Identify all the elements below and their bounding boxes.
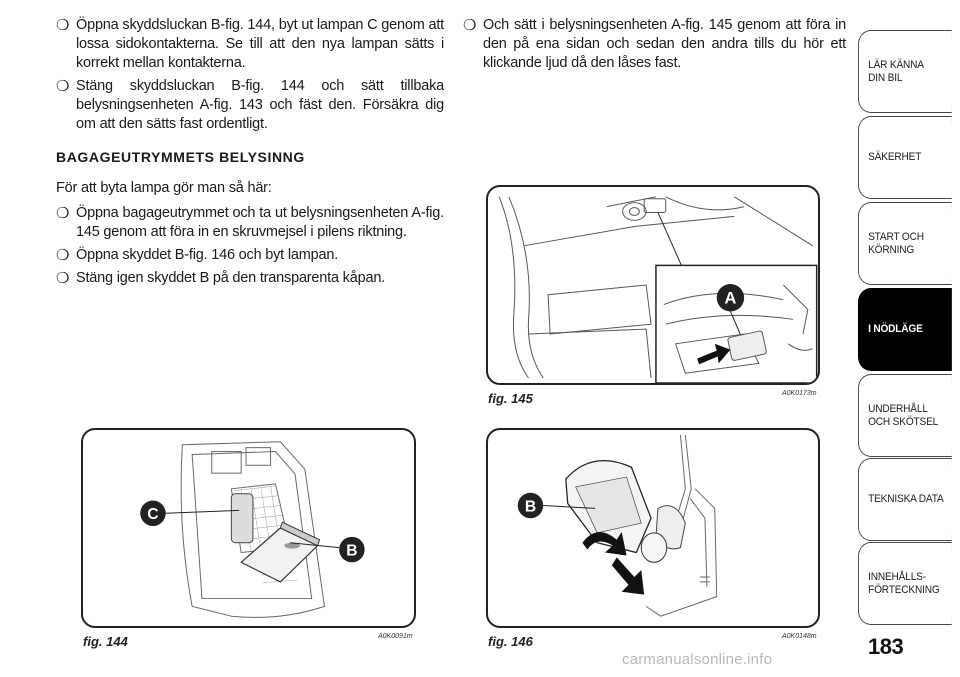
bullet-mark: ❍ bbox=[56, 17, 70, 34]
chapter-tabs: LÄR KÄNNA DIN BIL SÄKERHET START OCH KÖR… bbox=[858, 0, 960, 677]
tab-label: SÄKERHET bbox=[868, 151, 922, 163]
bullet-item: ❍ Stäng igen skyddet B på den transparen… bbox=[56, 269, 444, 288]
tab-label: LÄR KÄNNA DIN BIL bbox=[868, 58, 924, 84]
bullet-item: ❍ Öppna skyddsluckan B-fig. 144, byt ut … bbox=[56, 16, 444, 73]
figure-146-drawing: B bbox=[517, 434, 718, 617]
figure-145-drawing: A bbox=[498, 196, 818, 383]
watermark-text: carmanualsonline.info bbox=[622, 651, 773, 668]
tab-innehallsforteckning[interactable]: INNEHÅLLS- FÖRTECKNING bbox=[858, 542, 952, 625]
figure-144-caption: fig. 144 bbox=[83, 634, 128, 649]
left-column: ❍ Öppna skyddsluckan B-fig. 144, byt ut … bbox=[56, 16, 444, 292]
tab-label: I NÖDLÄGE bbox=[868, 323, 923, 335]
section-heading: BAGAGEUTRYMMETS BELYSINNG bbox=[56, 149, 305, 165]
tab-start-och-korning[interactable]: START OCH KÖRNING bbox=[858, 202, 952, 285]
figure-146-code: A0K0148m bbox=[782, 633, 817, 640]
label-b: B bbox=[525, 498, 536, 515]
bullet-mark: ❍ bbox=[56, 205, 70, 222]
tab-label: UNDERHÅLL OCH SKÖTSEL bbox=[868, 402, 939, 428]
label-c: C bbox=[147, 506, 158, 523]
figure-144-drawing: C B bbox=[140, 441, 365, 618]
bullet-text: Öppna skyddet B-fig. 146 och byt lampan. bbox=[76, 247, 339, 263]
bullet-mark: ❍ bbox=[56, 270, 70, 287]
bullet-item: ❍ Stäng skyddsluckan B-fig. 144 och sätt… bbox=[56, 77, 444, 134]
bullet-mark: ❍ bbox=[56, 247, 70, 264]
label-a: A bbox=[724, 289, 736, 308]
bullet-text: Öppna bagageutrymmet och ta ut belysning… bbox=[76, 205, 444, 240]
tab-label: START OCH KÖRNING bbox=[868, 230, 924, 256]
right-column: ❍ Och sätt i belysningsenheten A-fig. 14… bbox=[463, 16, 846, 77]
tab-label: INNEHÅLLS- FÖRTECKNING bbox=[868, 570, 940, 596]
figure-145-illustration: A bbox=[486, 185, 820, 385]
bullet-mark: ❍ bbox=[56, 78, 70, 95]
bullet-text: Öppna skyddsluckan B-fig. 144, byt ut la… bbox=[76, 17, 444, 71]
figure-144-illustration: C B bbox=[81, 428, 416, 628]
label-b: B bbox=[346, 542, 357, 559]
tab-label: TEKNISKA DATA bbox=[868, 493, 944, 505]
label-a-circle bbox=[716, 284, 745, 312]
bullet-text: Stäng skyddsluckan B-fig. 144 och sätt t… bbox=[76, 78, 444, 132]
tab-lar-kanna-din-bil[interactable]: LÄR KÄNNA DIN BIL bbox=[858, 30, 952, 113]
figure-145-code: A0K0173m bbox=[782, 390, 817, 397]
intro-text: För att byta lampa gör man så här: bbox=[56, 180, 272, 196]
figure-144-code: A0K0091m bbox=[378, 633, 413, 640]
tab-sakerhet[interactable]: SÄKERHET bbox=[858, 116, 952, 199]
figure-145-caption: fig. 145 bbox=[488, 391, 533, 406]
figure-146-caption: fig. 146 bbox=[488, 634, 533, 649]
tab-underhall-och-skotsel[interactable]: UNDERHÅLL OCH SKÖTSEL bbox=[858, 374, 952, 457]
page-number: 183 bbox=[868, 634, 904, 659]
bullet-text: Och sätt i belysningsenheten A-fig. 145 … bbox=[483, 17, 846, 71]
figure-146-illustration: B bbox=[486, 428, 820, 628]
bullet-item: ❍ Öppna bagageutrymmet och ta ut belysni… bbox=[56, 204, 444, 242]
bullet-item: ❍ Öppna skyddet B-fig. 146 och byt lampa… bbox=[56, 246, 444, 265]
tab-tekniska-data[interactable]: TEKNISKA DATA bbox=[858, 458, 952, 541]
bullet-item: ❍ Och sätt i belysningsenheten A-fig. 14… bbox=[463, 16, 846, 73]
bullet-text: Stäng igen skyddet B på den transparenta… bbox=[76, 270, 386, 286]
bullet-mark: ❍ bbox=[463, 17, 477, 34]
tab-i-nodlage[interactable]: I NÖDLÄGE bbox=[858, 288, 952, 371]
